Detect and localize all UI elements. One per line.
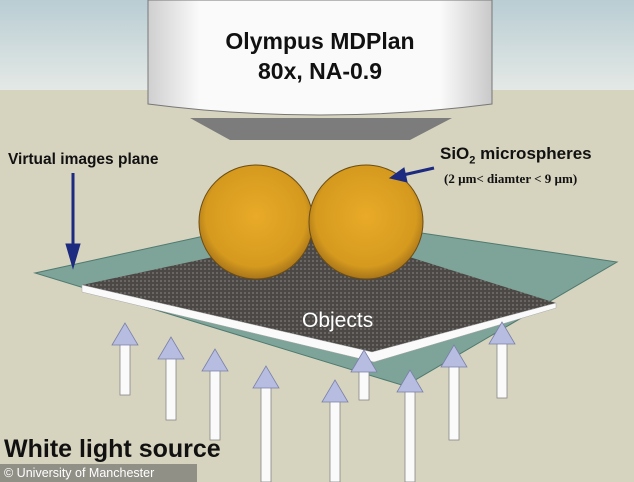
- microsphere-left: [198, 164, 314, 280]
- copyright-credit: © University of Manchester: [0, 464, 197, 482]
- light-arrow: [201, 348, 229, 441]
- microspheres-label: SiO2 microspheres: [440, 144, 592, 167]
- objective-spec: 80x, NA-0.9: [257, 58, 382, 84]
- light-source-label: White light source: [4, 435, 221, 463]
- microspheres-prefix: SiO: [440, 144, 470, 163]
- objective-name: Olympus MDPlan: [225, 28, 415, 54]
- light-arrow: [396, 369, 424, 482]
- microspheres-sub: 2: [469, 154, 476, 167]
- light-arrow: [157, 336, 185, 421]
- diameter-range-label: (2 µm< diamter < 9 µm): [444, 171, 578, 186]
- light-arrow: [321, 379, 349, 482]
- objective-lens: [147, 0, 493, 140]
- virtual-plane-label: Virtual images plane: [8, 151, 159, 168]
- light-arrow: [350, 349, 378, 401]
- microsphere-right: [308, 164, 424, 280]
- light-arrow: [488, 321, 516, 399]
- virtual-plane-arrow: [65, 173, 81, 270]
- light-arrow: [252, 365, 280, 482]
- light-arrow: [440, 344, 468, 441]
- light-arrow: [111, 322, 139, 396]
- objects-substrate: [82, 232, 556, 360]
- microspheres-suffix: microspheres: [475, 144, 592, 163]
- light-arrows: [111, 321, 516, 482]
- objects-label: Objects: [302, 309, 374, 332]
- microsphere-arrow: [388, 166, 435, 183]
